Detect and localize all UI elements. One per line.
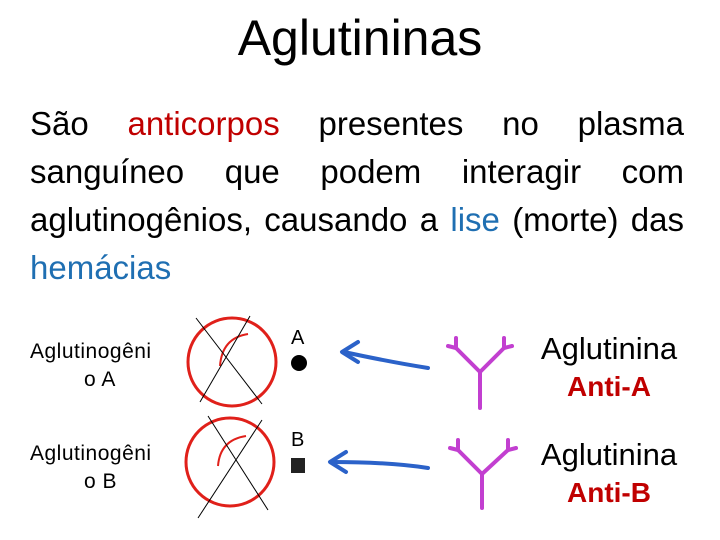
aglutinina-b-text: Aglutinina (540, 437, 678, 472)
red-cell-a (186, 316, 278, 408)
highlight-lise: lise (450, 201, 500, 238)
antigen-b-square (291, 458, 305, 473)
aglutinina-a-text: Aglutinina (540, 331, 678, 366)
aglutinogenio-b-label: Aglutinogêni o B (30, 440, 152, 496)
antibody-a-icon (446, 336, 514, 410)
cross-a-icon (195, 315, 263, 405)
aglutinogenio-a-label: Aglutinogêni o A (30, 338, 152, 394)
aglutinina-a-label: Aglutinina Anti-A (528, 330, 690, 406)
antigen-letter-b: B (291, 429, 304, 451)
anti-b-text: Anti-B (567, 477, 651, 508)
text-seg: presentes no plasma sanguíneo que podem … (30, 105, 684, 238)
antigen-letter-a: A (291, 327, 305, 349)
highlight-hemacias: hemácias (30, 249, 172, 286)
aglutinogenio-b-line1: Aglutinogêni (30, 442, 152, 465)
aglutinogenio-a-line2: o A (84, 368, 116, 391)
text-seg: São (30, 105, 89, 142)
cross-b-icon (197, 415, 269, 519)
arrow-a-icon (340, 340, 430, 370)
aglutinogenio-a-line1: Aglutinogêni (30, 340, 152, 363)
arrow-b-icon (328, 450, 430, 474)
red-cell-b (184, 416, 276, 508)
antigen-a-dot (291, 355, 307, 371)
slide-title: Aglutininas (237, 10, 483, 66)
anti-a-text: Anti-A (567, 371, 651, 402)
aglutinina-b-label: Aglutinina Anti-B (528, 436, 690, 512)
antibody-b-icon (448, 438, 518, 510)
aglutinogenio-b-line2: o B (84, 470, 118, 493)
text-seg: (morte) das (512, 201, 685, 238)
highlight-anticorpos: anticorpos (127, 105, 280, 142)
body-paragraph: São anticorpos presentes no plasma sangu… (30, 100, 684, 292)
